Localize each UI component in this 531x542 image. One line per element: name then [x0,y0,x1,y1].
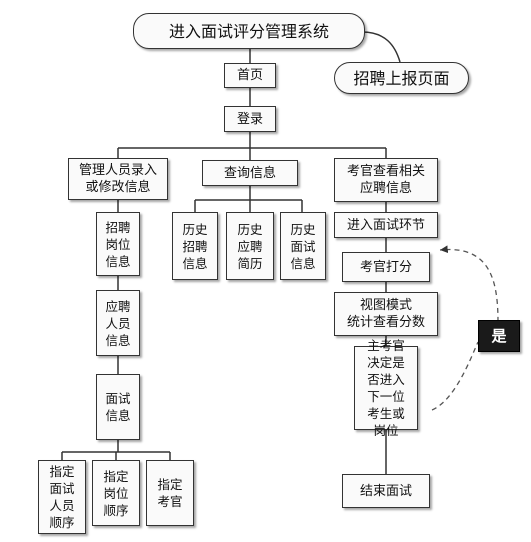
history-recruit-node: 历史 招聘 信息 [172,212,218,280]
set-examiner-node: 指定 考官 [146,460,194,526]
end-interview-node: 结束面试 [342,474,430,508]
title-node: 进入面试评分管理系统 [133,13,365,49]
examiner-score-node: 考官打分 [342,252,430,282]
view-stats-node: 视图模式 统计查看分数 [334,292,438,336]
enter-interview-node: 进入面试环节 [334,212,438,238]
yes-label-node: 是 [478,320,520,352]
applicant-info-node: 应聘 人员 信息 [96,290,140,356]
set-order-node: 指定 面试 人员 顺序 [38,460,86,534]
home-node: 首页 [224,63,276,88]
edge-title-report [361,31,401,63]
login-node: 登录 [224,106,276,132]
history-resume-node: 历史 应聘 简历 [226,212,274,280]
chief-decide-node: 主考官 决定是 否进入 下一位 考生或 岗位 [354,338,418,438]
job-info-node: 招聘 岗位 信息 [96,212,140,276]
edge-decide-yes [431,341,479,411]
recruit-report-node: 招聘上报页面 [334,62,469,94]
interview-info-node: 面试 信息 [96,374,140,440]
examiner-view-node: 考官查看相关 应聘信息 [334,158,438,202]
history-interview-node: 历史 面试 信息 [280,212,326,280]
query-info-node: 查询信息 [202,160,298,186]
edge-yes-enter [439,245,499,323]
set-post-order-node: 指定 岗位 顺序 [92,460,140,526]
admin-entry-node: 管理人员录入 或修改信息 [68,158,168,200]
